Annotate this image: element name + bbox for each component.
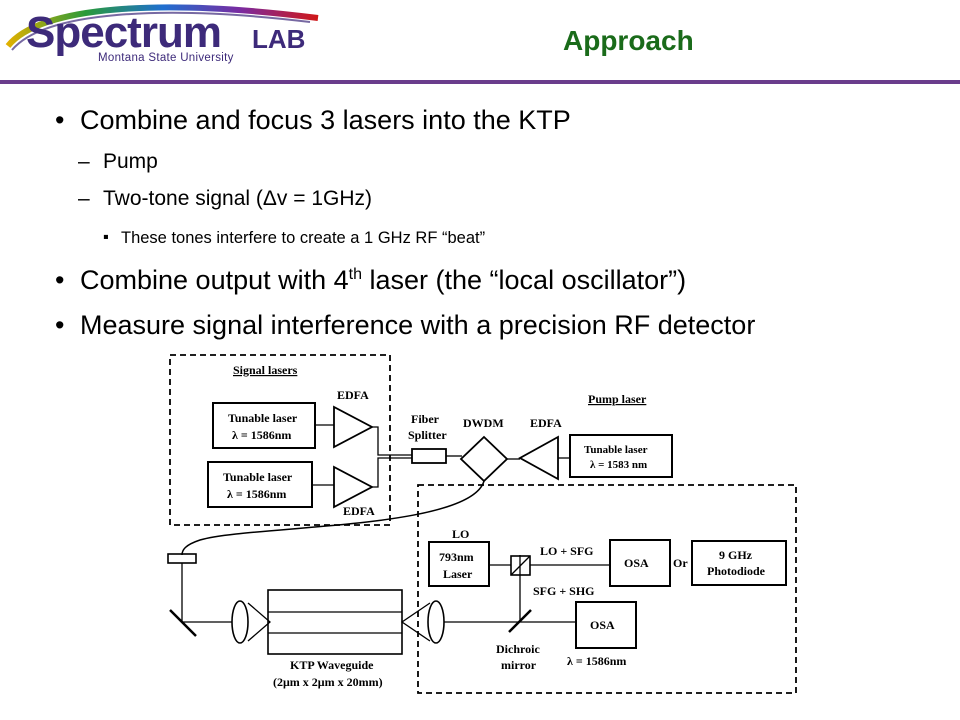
or-label: Or [673,556,688,570]
pump-laser-label: Pump laser [588,392,647,406]
detection-group [417,484,797,694]
edfa-label-1: EDFA [337,388,369,402]
dwdm-label: DWDM [463,416,504,430]
signal-lasers-group [169,354,391,526]
sfg-shg-label: SFG + SHG [533,584,595,598]
photodiode [691,540,787,586]
tunable-laser-1-wavelength: λ = 1586nm [232,428,291,442]
osa-top [609,539,671,587]
tunable-laser-1-label: Tunable laser [228,411,298,425]
tunable-laser-2-wavelength: λ = 1586nm [227,487,286,501]
osa-top-label: OSA [624,556,649,570]
dash-icon: – [78,150,90,173]
edfa-amplifier-1 [333,405,374,449]
sub-bullet-pump: Pump [103,150,158,173]
edfa-amplifier-2 [333,465,374,509]
sub-sub-bullet-beat: These tones interfere to create a 1 GHz … [121,229,486,247]
tunable-laser-2-label: Tunable laser [223,470,293,484]
lo-laser-line2: Laser [443,567,473,581]
sub-bullet-two-tone: Two-tone signal (Δv = 1GHz) [103,187,373,210]
logo-text: Spectrum [26,8,222,57]
logo: Spectrum LAB Montana State University [0,0,330,72]
splitter-label: Splitter [408,428,447,442]
pump-edfa [518,435,559,481]
lo-label: LO [452,527,469,541]
dash-icon: – [78,187,90,210]
fiber-splitter [411,448,447,464]
bullet-combine-focus: Combine and focus 3 lasers into the KTP [80,105,571,135]
bullet-icon: • [55,310,65,340]
bullet-icon: • [55,105,65,135]
pump-tunable-laser-label: Tunable laser [584,444,648,456]
pump-wavelength: λ = 1583 nm [590,459,647,471]
bullet-icon: • [55,265,65,295]
input-lens [231,600,249,644]
bullet-combine-output: Combine output with 4th laser (the “loca… [80,265,687,295]
lo-sfg-label: LO + SFG [540,544,594,558]
fiber-label: Fiber [411,412,440,426]
collimator [167,553,197,564]
ktp-waveguide [267,589,403,655]
photodiode-line2: Photodiode [707,564,766,578]
slide-title: Approach [563,25,694,56]
output-lens [427,600,445,644]
pump-edfa-label: EDFA [530,416,562,430]
ktp-label-line1: KTP Waveguide [290,658,374,672]
osa-bottom-label: OSA [590,618,615,632]
header-divider [0,80,960,84]
photodiode-line1: 9 GHz [719,548,753,562]
pump-tunable-laser [569,434,673,478]
osa-bottom [575,601,637,649]
lo-laser [428,541,490,587]
turning-mirror [169,609,197,637]
edfa-label-2: EDFA [343,504,375,518]
logo-lab: LAB [252,24,306,54]
logo-subtitle: Montana State University [98,52,234,64]
square-bullet-icon: ▪ [103,228,109,246]
bullet-measure: Measure signal interference with a preci… [80,310,756,340]
ktp-label-line2: (2μm x 2μm x 20mm) [273,675,383,689]
dichroic-label: Dichroic [496,642,540,656]
osa-bottom-wavelength: λ = 1586nm [567,654,626,668]
lo-laser-line1: 793nm [439,550,474,564]
logo-swoosh-icon [5,4,319,51]
mirror-label: mirror [501,658,537,672]
dwdm [459,435,509,483]
signal-lasers-label: Signal lasers [233,363,298,377]
